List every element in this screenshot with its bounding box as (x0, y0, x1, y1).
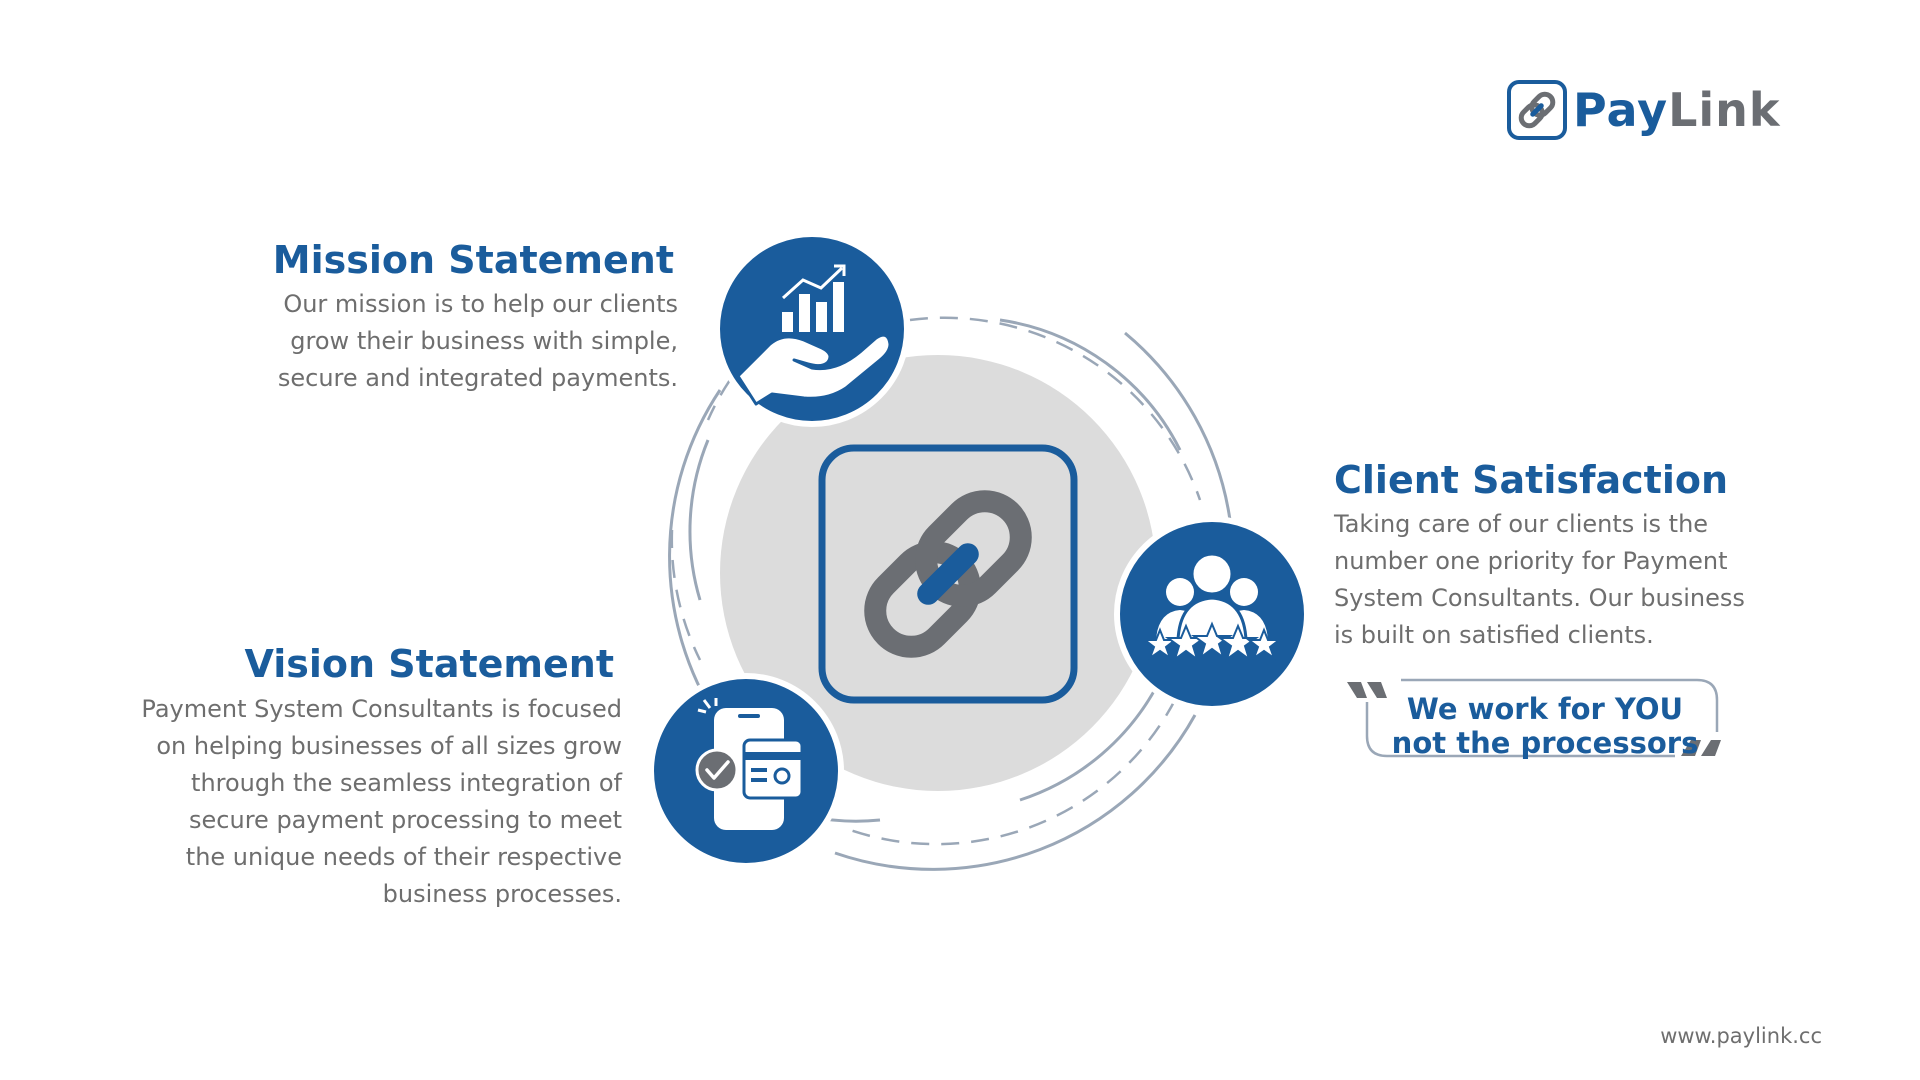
vision-heading: Vision Statement (244, 642, 615, 686)
logo-word-link: Link (1668, 83, 1781, 137)
dashed-ring (670, 316, 1202, 846)
logo-word-pay: Pay (1573, 83, 1669, 137)
mobile-payment-check-icon (695, 698, 804, 830)
vision-line: the unique needs of their respective (185, 843, 622, 871)
people-five-stars-icon (1142, 552, 1282, 662)
mission-body: Our mission is to help our clients grow … (278, 286, 678, 397)
outer-ring (668, 331, 1232, 871)
chain-link-icon (1507, 80, 1567, 140)
mission-icon-badge (714, 231, 910, 427)
close-quote-icon (1681, 740, 1721, 756)
quote-text: We work for YOU not the processors (1380, 692, 1710, 760)
quote-frame (1347, 678, 1721, 758)
mission-line: Our mission is to help our clients (283, 290, 678, 318)
paylink-logo: PayLink (1507, 80, 1781, 140)
client-line: Taking care of our clients is the (1334, 510, 1709, 538)
quote-line: not the processors (1391, 726, 1699, 760)
quote-line: We work for YOU (1406, 692, 1684, 726)
hand-growth-chart-icon (736, 264, 892, 406)
mission-line: secure and integrated payments. (277, 364, 678, 392)
mission-heading: Mission Statement (272, 238, 674, 282)
inner-ring (688, 318, 1182, 823)
center-disc (720, 355, 1156, 791)
logo-wordmark: PayLink (1573, 80, 1781, 140)
website-url: www.paylink.cc (1660, 1024, 1822, 1048)
client-line: is built on satisfied clients. (1334, 621, 1654, 649)
client-line: System Consultants. Our business (1334, 584, 1745, 612)
client-body: Taking care of our clients is the number… (1334, 506, 1745, 654)
open-quote-icon (1347, 682, 1387, 698)
vision-line: through the seamless integration of (191, 769, 622, 797)
client-icon-badge (1114, 516, 1310, 712)
chain-link-icon (818, 444, 1078, 704)
vision-line: secure payment processing to meet (189, 806, 622, 834)
client-heading: Client Satisfaction (1334, 458, 1729, 502)
vision-icon-badge (648, 673, 844, 869)
vision-line: Payment System Consultants is focused (141, 695, 622, 723)
client-line: number one priority for Payment (1334, 547, 1728, 575)
vision-body: Payment System Consultants is focused on… (141, 691, 622, 913)
vision-line: on helping businesses of all sizes grow (156, 732, 622, 760)
vision-line: business processes. (382, 880, 622, 908)
mission-line: grow their business with simple, (290, 327, 678, 355)
